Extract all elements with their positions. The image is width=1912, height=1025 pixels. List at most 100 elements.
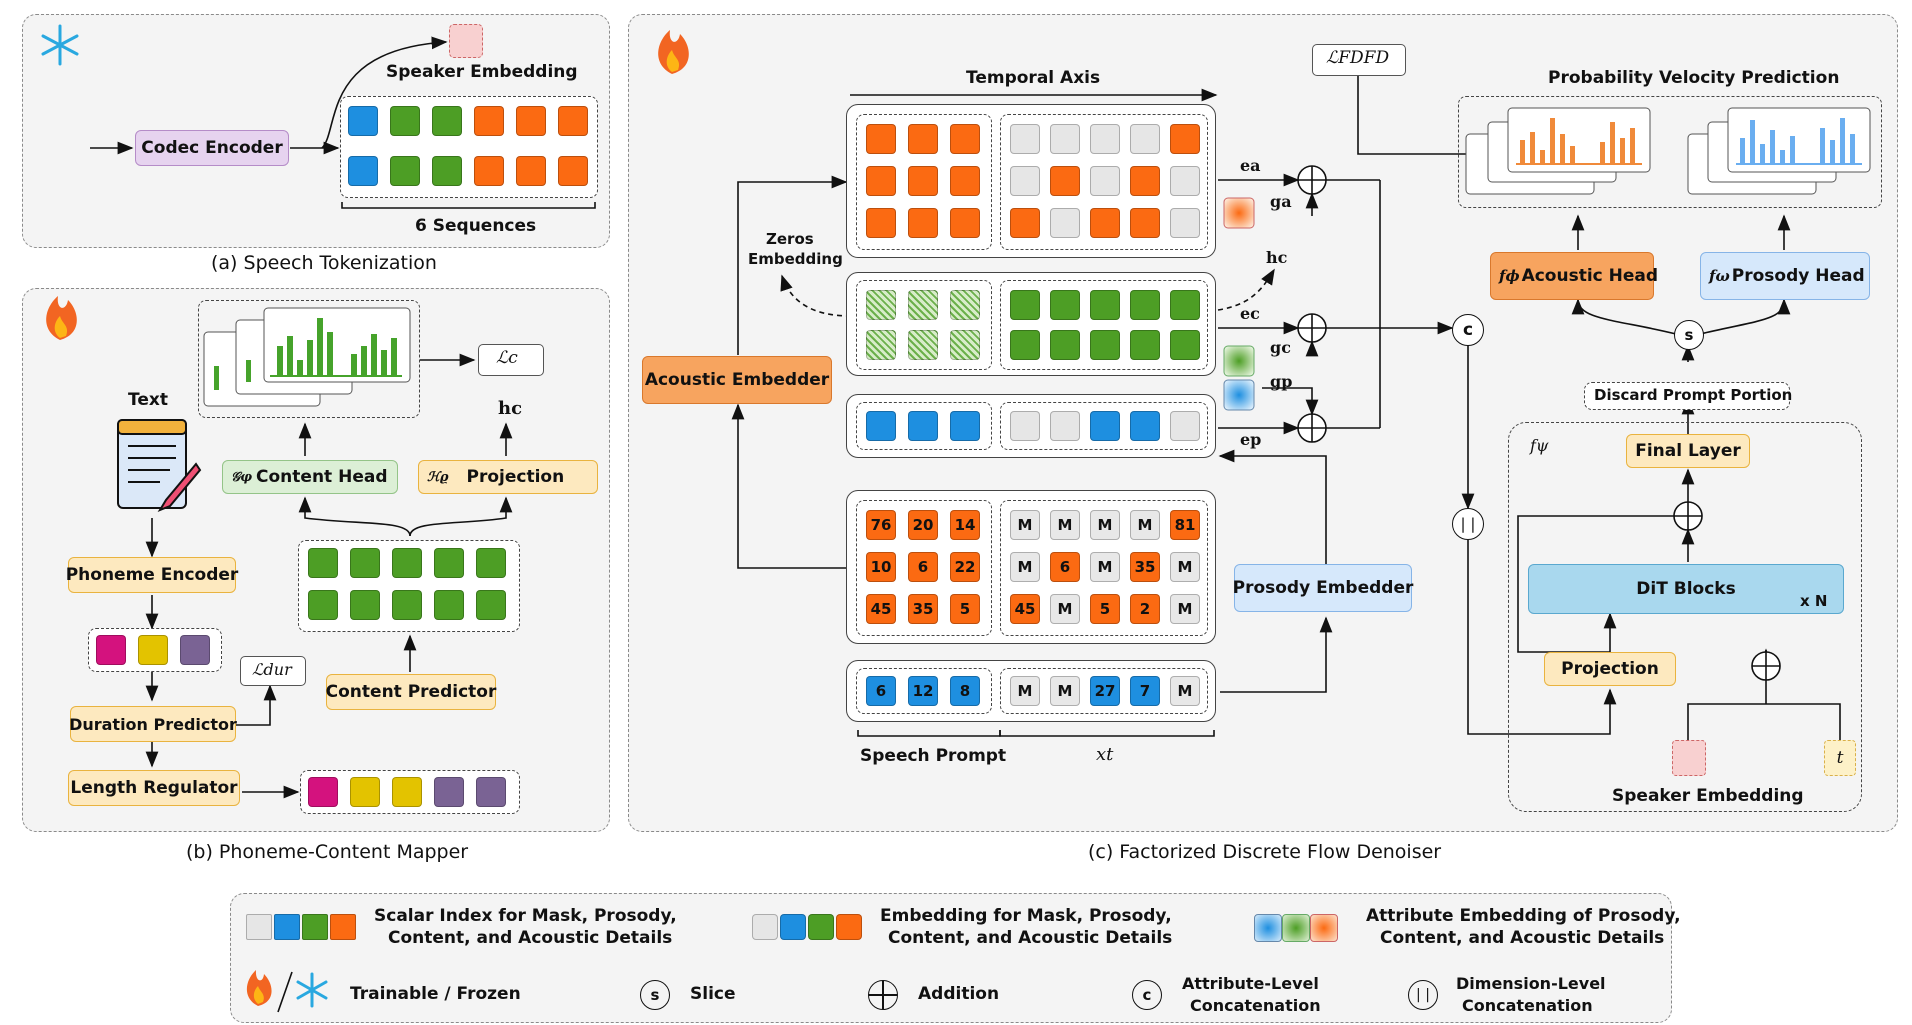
dit-blocks-label: DiT Blocks xyxy=(1636,579,1736,599)
acoustic-embedding xyxy=(1130,124,1160,154)
speech-prompt-label: Speech Prompt xyxy=(860,746,1007,766)
legend-embedding-swatch xyxy=(752,914,778,940)
regulated-token xyxy=(434,777,464,807)
prosody-embedding xyxy=(1050,411,1080,441)
content-embedding xyxy=(1090,330,1120,360)
prosody-embedding xyxy=(1170,411,1200,441)
codec-token xyxy=(432,156,462,186)
content-head-box: 𝒢φ Content Head xyxy=(222,460,398,494)
loss-c-box xyxy=(478,344,544,376)
acoustic-index-cell: M xyxy=(1170,552,1200,582)
prosody-index-cell: 12 xyxy=(908,676,938,706)
codec-token xyxy=(348,106,378,136)
codec-encoder-box: Codec Encoder xyxy=(135,130,289,166)
g-a-label: ga xyxy=(1270,192,1292,211)
acoustic-index-cell: M xyxy=(1170,594,1200,624)
panel-flow-denoiser xyxy=(628,14,1898,832)
speaker-embedding-input xyxy=(1672,740,1706,776)
codec-token xyxy=(474,106,504,136)
acoustic-embedding xyxy=(908,166,938,196)
discard-prompt-box xyxy=(1584,382,1790,410)
acoustic-embedding xyxy=(1090,166,1120,196)
content-embedding xyxy=(1010,330,1040,360)
acoustic-embedding xyxy=(1090,124,1120,154)
content-embedding xyxy=(1170,290,1200,320)
acoustic-embedding xyxy=(1010,124,1040,154)
acoustic-head-symbol: fϕ xyxy=(1499,267,1520,285)
attr-embedding-content xyxy=(1223,345,1255,377)
content-embedding xyxy=(1010,290,1040,320)
length-regulator-box: Length Regulator xyxy=(68,770,240,806)
content-embedding xyxy=(1050,330,1080,360)
discard-prompt-label: Discard Prompt Portion xyxy=(1594,386,1793,404)
content-embedding xyxy=(1090,290,1120,320)
zeros-embedding xyxy=(908,330,938,360)
projection-box-denoiser: Projection xyxy=(1544,652,1676,686)
codec-token xyxy=(432,106,462,136)
zeros-embedding xyxy=(866,330,896,360)
prosody-embedding xyxy=(950,411,980,441)
caption-b: (b) Phoneme-Content Mapper xyxy=(186,841,469,863)
prosody-velocity-charts xyxy=(1687,107,1871,195)
content-token xyxy=(392,590,422,620)
loss-dur-label: ℒdur xyxy=(252,660,292,679)
prosody-index-cell: 27 xyxy=(1090,676,1120,706)
prosody-index-cell: M xyxy=(1050,676,1080,706)
acoustic-index-cell: 6 xyxy=(908,552,938,582)
content-token xyxy=(434,590,464,620)
acoustic-embedding xyxy=(866,208,896,238)
acoustic-index-cell: 5 xyxy=(950,594,980,624)
content-token xyxy=(350,548,380,578)
acoustic-embedding xyxy=(1010,208,1040,238)
legend-attr-concat-symbol: c xyxy=(1132,980,1162,1010)
g-p-label: gp xyxy=(1270,372,1293,391)
attribute-concat-symbol: c xyxy=(1452,314,1484,346)
legend-scalar-swatch xyxy=(246,914,272,940)
legend-scalar-line2: Content, and Acoustic Details xyxy=(388,928,673,948)
projection-symbol: ℋϱ xyxy=(427,469,449,485)
snowflake-icon xyxy=(296,972,328,1008)
prosody-embedding xyxy=(908,411,938,441)
codec-token xyxy=(516,156,546,186)
codec-token xyxy=(474,156,504,186)
projection-label: Projection xyxy=(466,467,565,487)
acoustic-index-cell: M xyxy=(1010,552,1040,582)
acoustic-index-cell: 10 xyxy=(866,552,896,582)
velocity-charts-frame xyxy=(1458,96,1882,208)
content-chart-frame xyxy=(198,300,420,418)
phoneme-token xyxy=(180,635,210,665)
prosody-index-cell: 6 xyxy=(866,676,896,706)
legend-addition-symbol xyxy=(868,980,898,1010)
acoustic-index-cell: 35 xyxy=(908,594,938,624)
acoustic-index-cell: M xyxy=(1130,510,1160,540)
acoustic-embedding xyxy=(950,124,980,154)
legend-embedding-swatch xyxy=(808,914,834,940)
e-a-label: ea xyxy=(1240,156,1261,175)
f-psi-label: fψ xyxy=(1530,436,1549,455)
prosody-index-cell: 7 xyxy=(1130,676,1160,706)
prosody-embedding xyxy=(1130,411,1160,441)
phoneme-encoder-box: Phoneme Encoder xyxy=(66,557,238,593)
attr-embedding-acoustic xyxy=(1223,197,1255,229)
acoustic-index-cell: M xyxy=(1050,510,1080,540)
zeros-embedding xyxy=(950,330,980,360)
flame-icon xyxy=(246,970,272,1006)
content-embedding xyxy=(1130,290,1160,320)
regulated-token xyxy=(308,777,338,807)
phoneme-token xyxy=(138,635,168,665)
acoustic-index-cell: 5 xyxy=(1090,594,1120,624)
prosody-embedding xyxy=(1010,411,1040,441)
acoustic-index-cell: M xyxy=(1050,594,1080,624)
acoustic-index-cell: M xyxy=(1090,552,1120,582)
acoustic-index-cell: 45 xyxy=(1010,594,1040,624)
legend-scalar-swatch xyxy=(302,914,328,940)
acoustic-embedding xyxy=(1050,166,1080,196)
content-head-label: Content Head xyxy=(256,467,388,487)
acoustic-embedding xyxy=(1050,124,1080,154)
legend-trainable: Trainable / Frozen xyxy=(350,984,521,1004)
loss-fdfd-label: ℒFDFD xyxy=(1326,48,1390,68)
acoustic-index-cell: M xyxy=(1010,510,1040,540)
flame-icon xyxy=(658,30,689,74)
acoustic-embedding xyxy=(1170,166,1200,196)
content-token xyxy=(350,590,380,620)
